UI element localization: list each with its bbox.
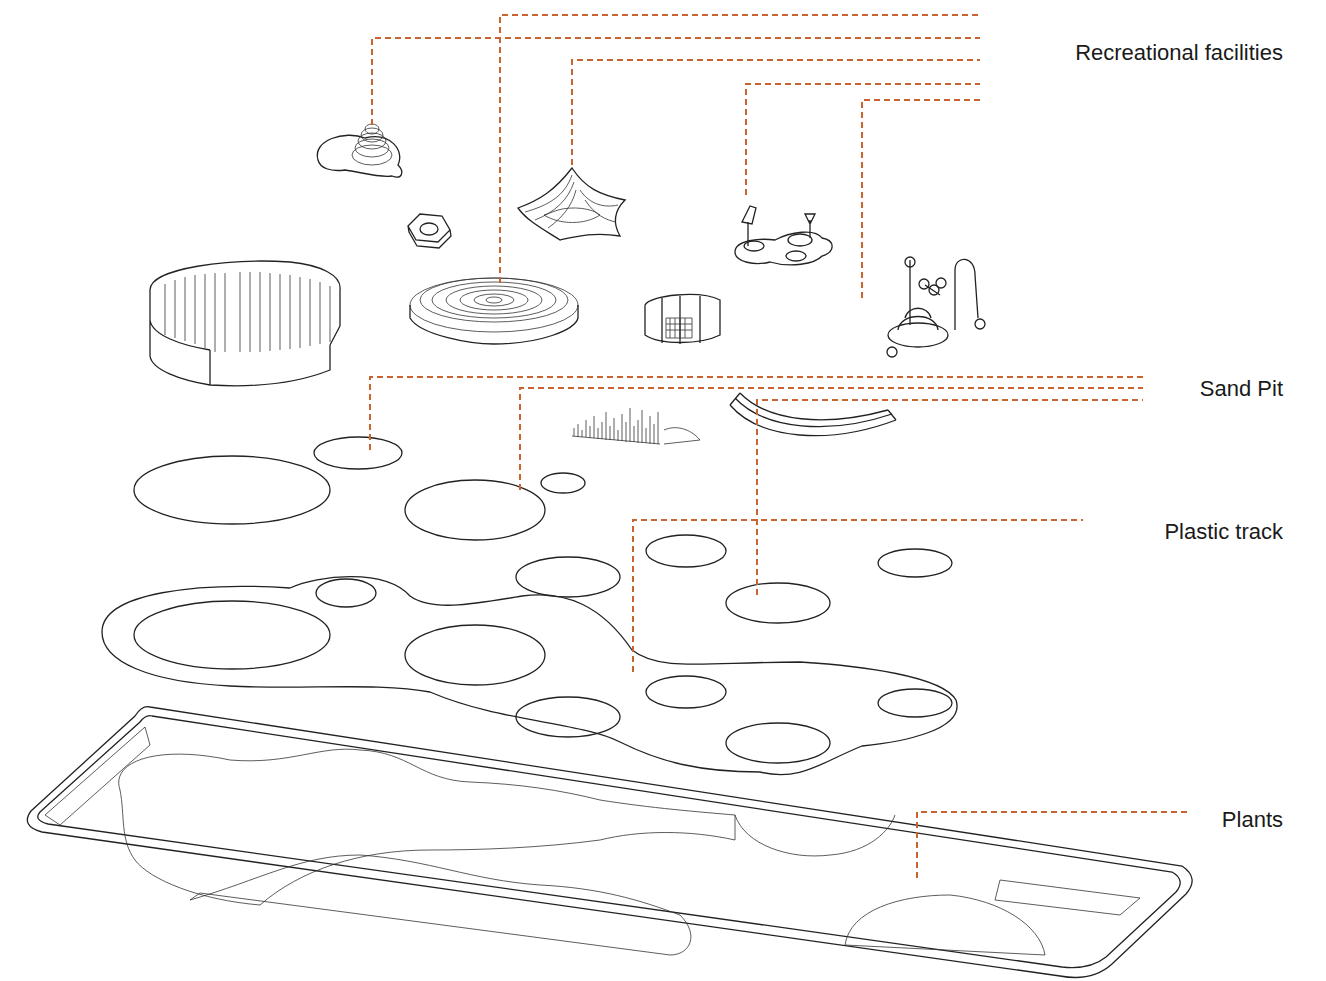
small-cage (645, 295, 720, 344)
spring-coil (352, 124, 392, 165)
plate-inner (38, 716, 1180, 968)
disc-rings (410, 278, 578, 332)
bar-sculpture (572, 408, 660, 444)
layer-label: Plants (1222, 807, 1283, 833)
ball (975, 319, 985, 329)
ball-dome-top (898, 308, 938, 330)
sand-pit (134, 456, 330, 524)
sand-pit (726, 583, 830, 623)
layer-label: Plastic track (1164, 519, 1283, 545)
sand-pit (405, 480, 545, 540)
plant-bed (45, 727, 150, 825)
wave-mesh (518, 168, 625, 240)
leader-line (757, 400, 1143, 595)
track-hole (646, 676, 726, 708)
recreational-facilities (150, 124, 985, 386)
sand-pit (516, 557, 620, 597)
hex-nut (408, 214, 451, 248)
sand-pit (541, 473, 585, 493)
cage-ring (150, 261, 340, 386)
plastic-track (102, 577, 957, 775)
layer-label: Sand Pit (1200, 376, 1283, 402)
track-hole (134, 601, 330, 669)
sand-pit (646, 535, 726, 567)
layer-label: Recreational facilities (1075, 40, 1283, 66)
small-cage-mesh (666, 318, 692, 338)
plant-bed (735, 815, 895, 856)
wave-mesh-lines (525, 175, 618, 228)
leader-line (572, 60, 980, 165)
track-hole (516, 697, 620, 737)
leader-line (917, 812, 1187, 878)
disc-rim (410, 305, 578, 344)
play-pad (786, 251, 806, 261)
sand-pit (878, 549, 952, 577)
leader-line (633, 520, 1083, 672)
ball (936, 278, 946, 288)
leader-line (862, 100, 980, 298)
play-table (735, 232, 832, 265)
track-hole (316, 579, 376, 607)
plant-bed (845, 895, 1045, 955)
plant-bed (119, 749, 735, 905)
ball-arms (910, 259, 978, 330)
ball (905, 257, 915, 267)
plant-bed (190, 855, 691, 955)
track-outline (102, 577, 957, 775)
play-pad (744, 241, 764, 251)
hex-nut-hole (420, 223, 438, 235)
sand-pit (314, 437, 402, 469)
plant-bed (995, 880, 1140, 915)
leader-line (372, 38, 980, 125)
cage-bars (165, 272, 330, 352)
track-hole (726, 723, 830, 763)
base-plate (27, 707, 1192, 978)
ball-dome (888, 323, 948, 347)
play-pad (788, 234, 812, 246)
play-sign (742, 206, 815, 246)
bar-sculpture-end (664, 428, 700, 444)
ball (887, 347, 897, 357)
track-hole (878, 689, 952, 717)
leader-line (500, 15, 980, 283)
track-hole (405, 625, 545, 685)
ball (919, 279, 929, 289)
plate-outer (27, 707, 1192, 978)
leader-lines (370, 15, 1187, 878)
leader-line (520, 388, 1143, 490)
sand-pits (134, 437, 952, 623)
